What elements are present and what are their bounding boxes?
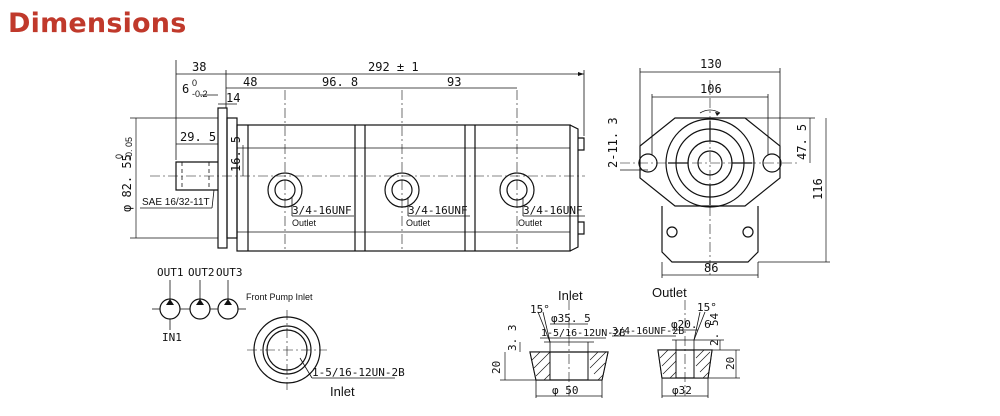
inlet-section-view: Inlet 15° φ35. 5 1-5/16-12UN-2B 3. 3 20	[490, 288, 625, 398]
end-view: 130 106 2-11. 3 47. 5 116 86	[606, 57, 830, 278]
outlet-thread: 3/4-16UNF-2B	[612, 326, 684, 337]
dim-to-port1: 48	[243, 75, 257, 89]
inlet-thread: 1-5/16-12UN-2B	[541, 328, 625, 339]
port1-outlet-label: Outlet	[292, 218, 317, 228]
port3-outlet-label: Outlet	[518, 218, 543, 228]
dim-shaft-key: 6	[182, 82, 189, 96]
port2-thread-label: 3/4-16UNF	[408, 204, 468, 217]
outlet-boss-diameter: φ32	[672, 384, 692, 397]
dim-shaft-length: 29. 5	[180, 130, 216, 144]
dim-key-tol-lower: -0.2	[192, 89, 208, 99]
outlet-depth: 2. 54	[708, 313, 721, 346]
spline-label: SAE 16/32-11T	[142, 197, 210, 208]
outlet-section-angle: 15°	[697, 301, 717, 314]
dim-flange-thickness: 14	[226, 91, 240, 105]
front-inlet-caption: Front Pump Inlet	[246, 292, 313, 302]
dim-port2-port3: 93	[447, 75, 461, 89]
front-inlet-thread: 1-5/16-12UN-2B	[312, 366, 405, 379]
inlet-section-title: Inlet	[558, 288, 583, 303]
hydraulic-schematic: OUT1 OUT2 OUT3 IN1	[152, 266, 246, 344]
outlet-height: 20	[724, 357, 737, 370]
dim-height: 116	[811, 178, 825, 200]
schematic-out1: OUT1	[157, 266, 184, 279]
inlet-depth: 3. 3	[506, 325, 519, 352]
dim-port1-port2: 96. 8	[322, 75, 358, 89]
port2-outlet-label: Outlet	[406, 218, 431, 228]
schematic-out2: OUT2	[188, 266, 215, 279]
flange-plate	[217, 107, 228, 249]
end-flange	[639, 117, 781, 207]
inlet-height: 20	[490, 361, 503, 374]
dim-bolt-holes: 2-11. 3	[606, 117, 620, 168]
dim-key-tol-upper: 0	[192, 78, 197, 88]
outlet-section-title: Outlet	[652, 285, 687, 300]
dim-shaft-offset: 38	[192, 60, 206, 74]
outlet-spot-face: φ20. 6	[671, 318, 711, 331]
pump-body	[236, 124, 571, 252]
page-title: Dimensions	[8, 8, 187, 39]
dim-body-width: 86	[704, 261, 718, 275]
port3-thread-label: 3/4-16UNF	[523, 204, 583, 217]
outlet-section-view: Outlet 15° 3/4-16UNF-2B φ20. 6 2. 54 20	[612, 285, 740, 398]
inlet-spot-face: φ35. 5	[551, 312, 591, 325]
side-view: 292 ± 1 38 6 0 -0.2 48 96. 8 93 14 29. 5…	[114, 60, 585, 252]
inlet-section-angle: 15°	[530, 303, 550, 316]
port1-thread-label: 3/4-16UNF	[292, 204, 352, 217]
schematic-out3: OUT3	[216, 266, 243, 279]
dim-pilot-diameter: φ 82. 55	[120, 154, 134, 212]
dim-shaft-height: 16. 5	[229, 136, 243, 172]
dim-flange-width: 130	[700, 57, 722, 71]
dim-center-height: 47. 5	[795, 124, 809, 160]
rear-cover	[569, 124, 579, 252]
front-pump-inlet-view: Front Pump Inlet 1-5/16-12UN-2B Inlet	[246, 292, 405, 399]
bolt-hole-right	[762, 153, 782, 173]
dim-pilot-tol-upper: 0	[114, 154, 124, 159]
dim-bolt-spacing: 106	[700, 82, 722, 96]
dim-overall-length: 292 ± 1	[368, 60, 419, 74]
schematic-in1: IN1	[162, 331, 182, 344]
inlet-boss-diameter: φ 50	[552, 384, 579, 397]
dim-pilot-tol-lower: -0. 05	[124, 137, 134, 160]
front-inlet-label: Inlet	[330, 384, 355, 399]
